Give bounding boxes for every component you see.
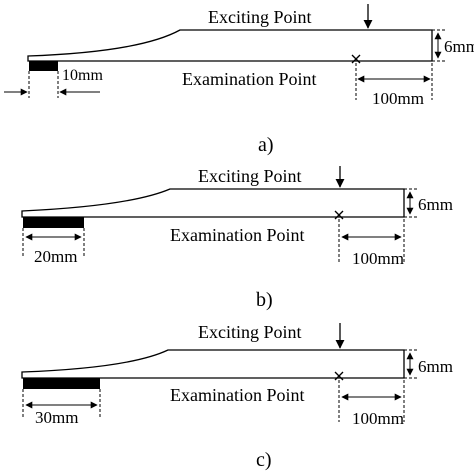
damage-width-label-a: 10mm [62, 67, 103, 84]
thickness-label-b: 6mm [418, 195, 453, 214]
panel-c: Exciting Point Examination Point 6mm 30m… [21, 322, 453, 471]
examination-mark-c [334, 371, 344, 381]
exciting-label-b: Exciting Point [198, 166, 302, 186]
examination-label-c: Examination Point [170, 385, 305, 405]
distance-label-a: 100mm [372, 89, 424, 108]
specimen-outline-c [21, 349, 405, 379]
thickness-dimension-c [404, 349, 418, 379]
caption-c: c) [256, 449, 272, 471]
examination-mark-b [334, 210, 344, 220]
caption-a: a) [258, 134, 274, 156]
distance-label-b: 100mm [352, 249, 404, 268]
distance-dimension-b [338, 219, 405, 262]
specimen-outline-b [21, 188, 405, 218]
damage-block-b [23, 217, 84, 228]
thickness-label-c: 6mm [418, 357, 453, 376]
examination-mark-a [351, 54, 361, 64]
damage-width-label-c: 30mm [35, 408, 78, 427]
damage-width-dimension-c [22, 389, 101, 418]
damage-width-dimension-b [22, 228, 85, 256]
examination-label-a: Examination Point [182, 69, 317, 89]
damage-block-a [29, 61, 58, 71]
damage-block-c [23, 378, 100, 389]
exciting-label-c: Exciting Point [198, 322, 302, 342]
damage-width-label-b: 20mm [34, 247, 77, 266]
panel-b: Exciting Point Examination Point 6mm 20m… [21, 166, 453, 311]
distance-label-c: 100mm [352, 409, 404, 428]
distance-dimension-a [355, 63, 433, 100]
specimen-outline-a [27, 29, 433, 62]
caption-b: b) [256, 289, 273, 311]
panel-a: Exciting Point Examination Point 6mm 10m… [4, 4, 474, 156]
distance-dimension-c [338, 380, 405, 422]
thickness-label-a: 6mm [444, 37, 474, 56]
examination-label-b: Examination Point [170, 225, 305, 245]
thickness-dimension-b [404, 188, 418, 218]
damage-width-dimension-a [4, 71, 100, 98]
exciting-label-a: Exciting Point [208, 7, 312, 27]
thickness-dimension-a [432, 29, 446, 62]
